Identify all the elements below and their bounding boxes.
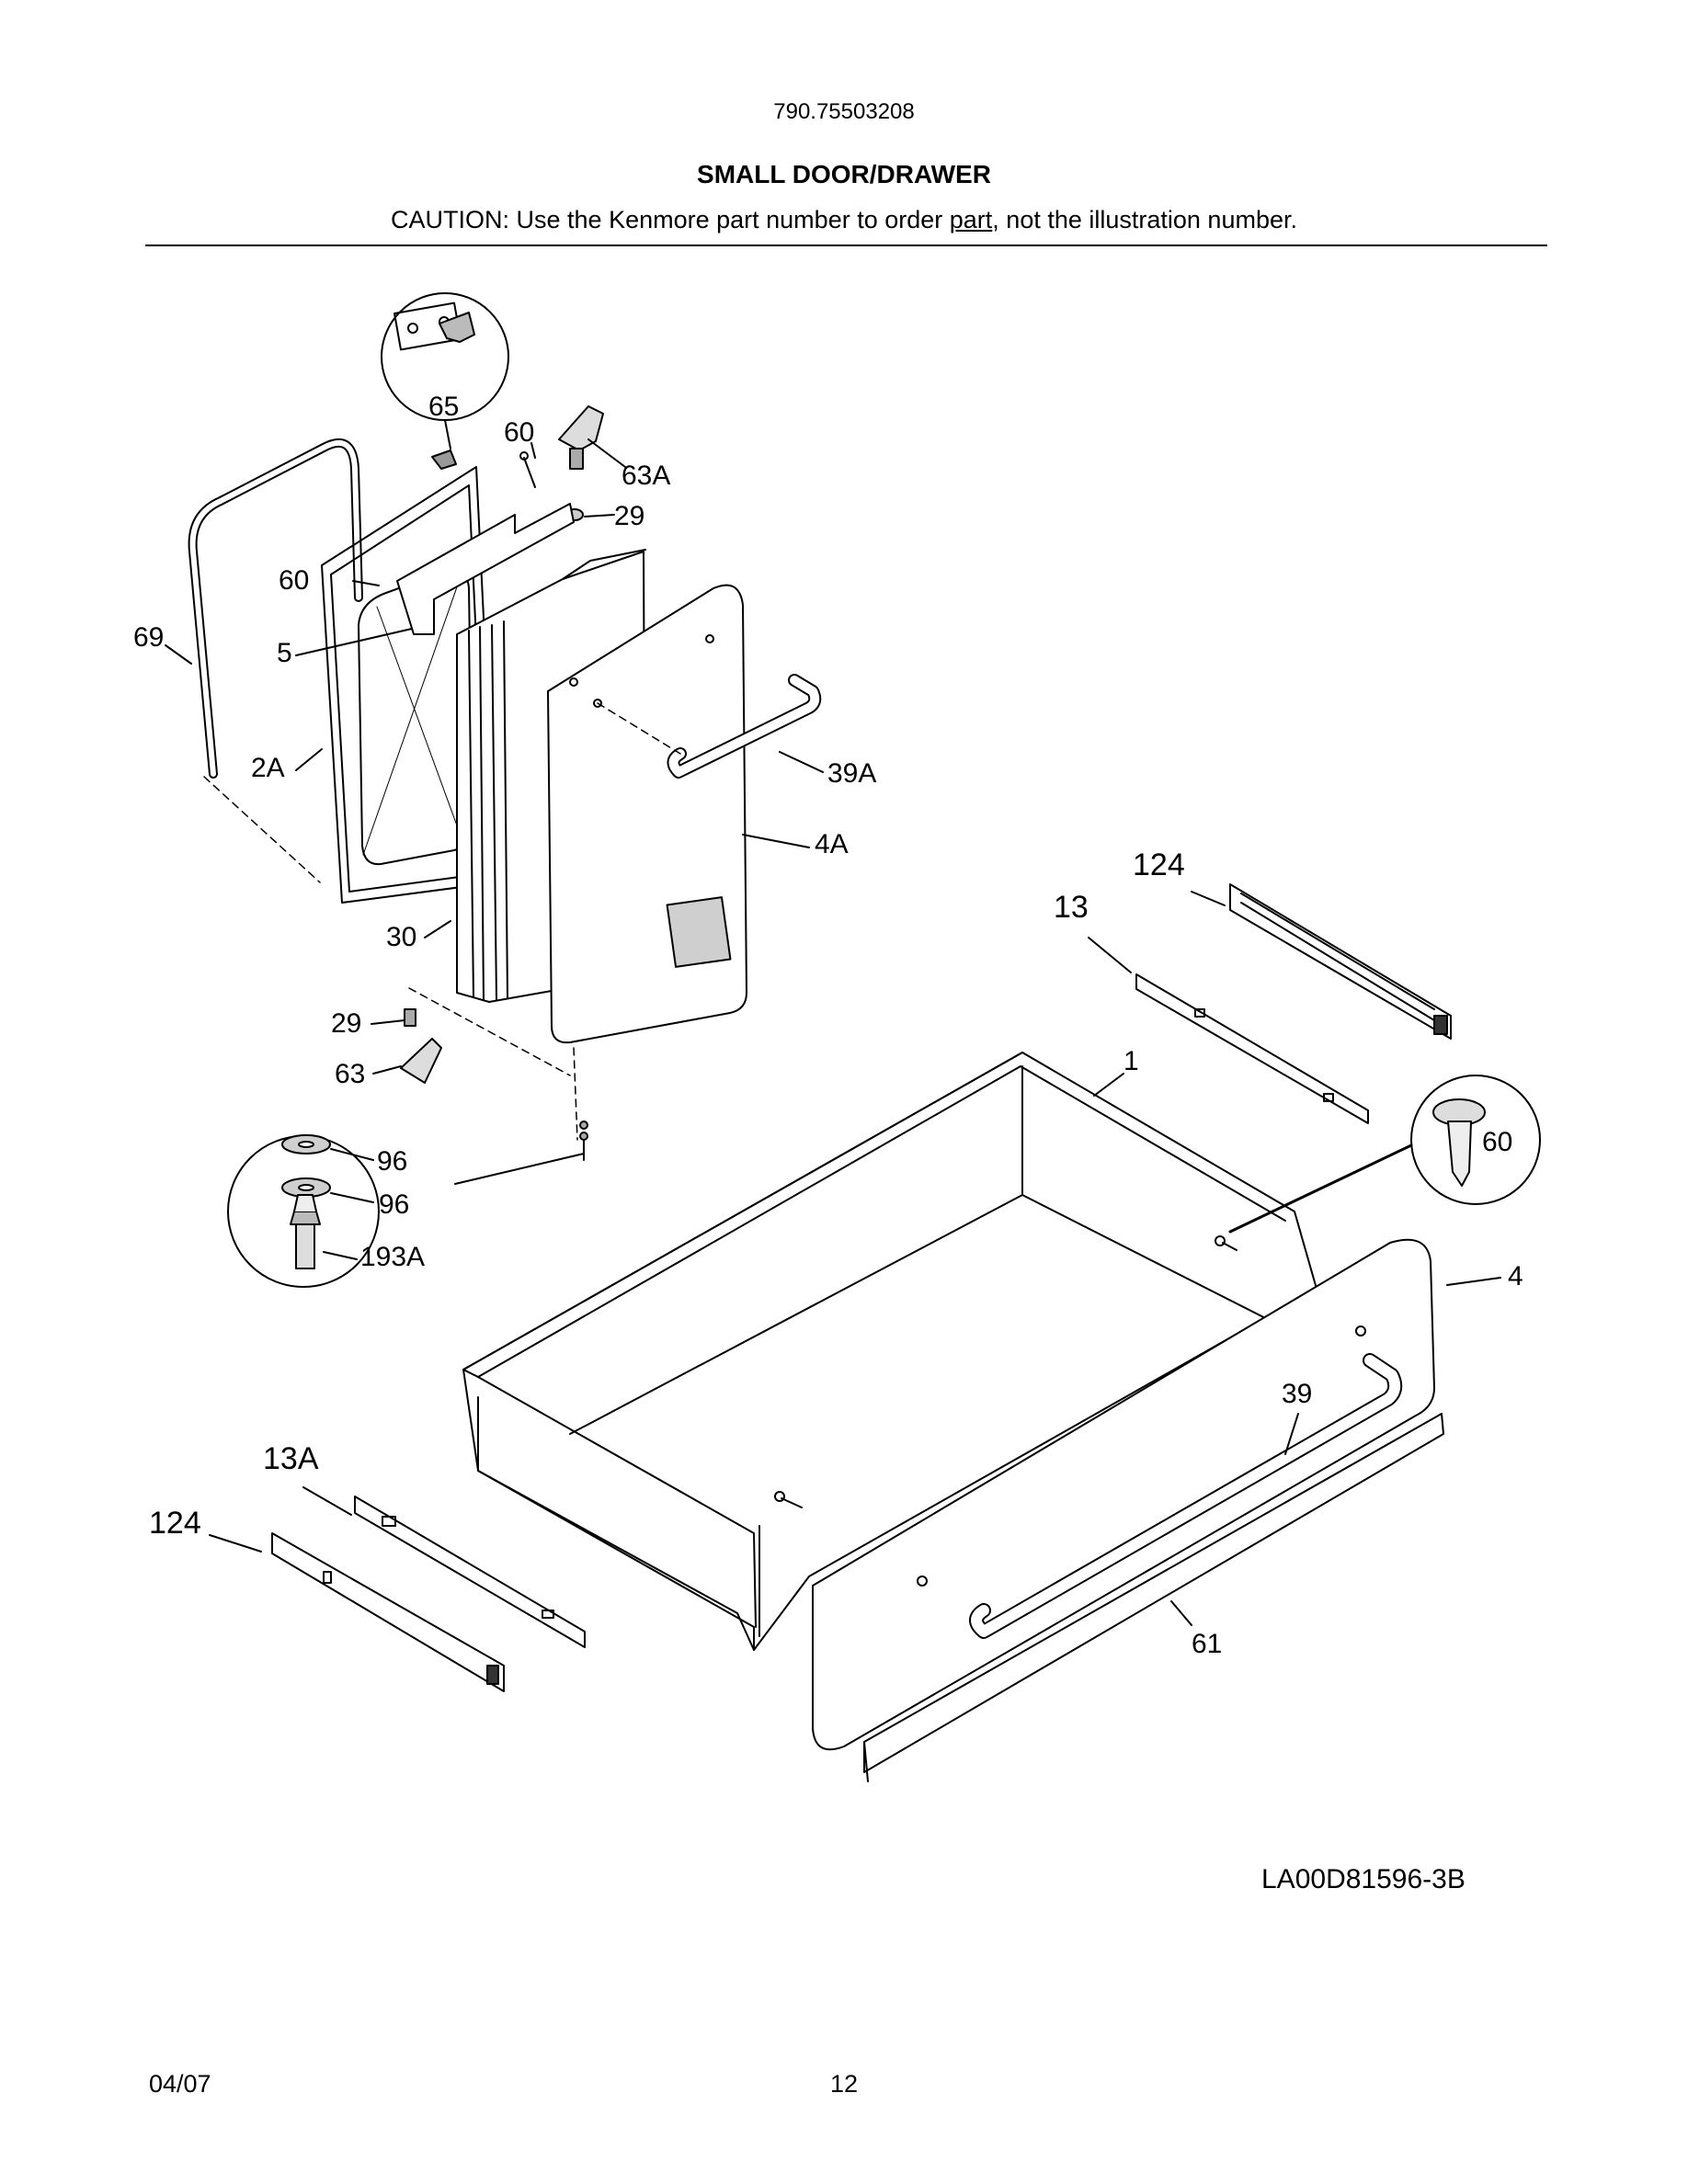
hardware-stack (579, 1120, 588, 1161)
callout-4: 4 (1508, 1261, 1523, 1291)
callout-1: 1 (1123, 1046, 1139, 1076)
latch-bracket-65 (431, 449, 457, 470)
callout-39: 39 (1282, 1379, 1312, 1409)
callout-29-top: 29 (614, 501, 644, 531)
callout-63: 63 (335, 1059, 365, 1089)
latch-63A (558, 405, 604, 470)
slide-rail-13A (354, 1496, 586, 1648)
drawer-trim-61 (863, 1413, 1444, 1782)
section-title: SMALL DOOR/DRAWER (697, 160, 991, 188)
bracket-5 (396, 503, 575, 635)
caution-note: CAUTION: Use the Kenmore part number to … (0, 206, 1688, 234)
page-number: 12 (829, 2070, 859, 2098)
callout-5: 5 (277, 638, 292, 668)
caution-suffix: , not the illustration number. (992, 206, 1297, 233)
slide-rail-13 (1135, 973, 1369, 1124)
pivot-29-bottom (404, 1008, 416, 1027)
detail-fastener-leader (454, 1153, 585, 1185)
callout-65: 65 (428, 392, 459, 422)
callout-30: 30 (386, 922, 416, 952)
detail-screw-60-leader (1228, 1143, 1413, 1234)
callout-60-top: 60 (504, 417, 534, 448)
callout-124-right: 124 (1133, 847, 1185, 882)
callout-39A: 39A (827, 758, 876, 789)
screw-60-top (519, 451, 536, 488)
callout-13A: 13A (263, 1441, 319, 1476)
detail-fastener-circle (227, 1134, 380, 1288)
callout-leaders (165, 419, 1501, 1626)
callout-193A: 193A (360, 1242, 425, 1272)
callout-69: 69 (133, 622, 164, 653)
drawer-body-1 (462, 1052, 1317, 1651)
revision-date: 04/07 (149, 2070, 211, 2098)
callout-29-bottom: 29 (331, 1008, 361, 1039)
callout-60-right: 60 (1482, 1127, 1512, 1157)
callout-4A: 4A (815, 829, 849, 859)
callout-2A: 2A (251, 753, 285, 783)
callout-60-left: 60 (279, 565, 309, 596)
model-number: 790.75503208 (773, 99, 915, 124)
outer-door-4A (547, 584, 747, 1044)
caution-link: part (949, 206, 993, 233)
drawing-id: LA00D81596-3B (1261, 1864, 1466, 1894)
callout-63A: 63A (622, 461, 670, 491)
callout-96-b: 96 (379, 1189, 409, 1220)
header-rule (145, 245, 1547, 246)
callout-61: 61 (1192, 1629, 1222, 1659)
callout-13: 13 (1054, 890, 1089, 925)
slide-rail-124-right (1229, 883, 1452, 1040)
slide-rail-124-left (271, 1532, 505, 1692)
detail-screw-60-circle (1410, 1075, 1541, 1205)
callout-96-a: 96 (377, 1146, 407, 1177)
drawer-screw (774, 1491, 803, 1508)
callout-124-left: 124 (149, 1506, 201, 1541)
drawer-front-4 (812, 1238, 1435, 1751)
screw-60-right (1215, 1235, 1237, 1251)
caution-prefix: CAUTION: Use the Kenmore part number to … (391, 206, 950, 233)
hinge-63 (400, 1038, 442, 1084)
